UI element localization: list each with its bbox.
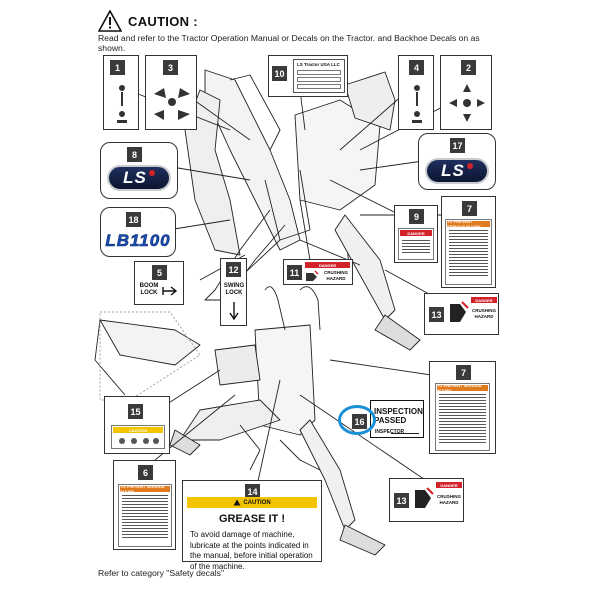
grease-title: GREASE IT ! xyxy=(218,513,285,525)
inspection-passed-label: INSPECTION PASSED xyxy=(374,407,423,425)
danger-bar: DANGER xyxy=(305,262,350,268)
grease-text: To avoid damage of machine, lubricate at… xyxy=(190,530,313,571)
decal-14-grease: 14 CAUTION GREASE IT ! To avoid damage o… xyxy=(182,480,322,571)
arrow-down-icon xyxy=(229,302,239,321)
decal-6: 6 TO PREVENT SERIOUS INJURY xyxy=(113,460,176,550)
callout-3: 3 xyxy=(163,60,178,75)
callout-2: 2 xyxy=(461,60,476,75)
warning-triangle-icon xyxy=(98,10,122,32)
crushing-hand-icon xyxy=(415,487,434,508)
lever-pattern-icon xyxy=(412,85,422,123)
callout-17: 17 xyxy=(450,138,465,153)
ls-logo: LS xyxy=(425,157,489,184)
caution-title: CAUTION : xyxy=(128,13,198,29)
callout-6: 6 xyxy=(138,465,153,480)
callout-15: 15 xyxy=(128,404,143,419)
decal-15: 15 CAUTION xyxy=(104,396,170,454)
callout-5: 5 xyxy=(152,265,167,280)
callout-7b: 7 xyxy=(456,365,471,380)
danger-bar: DANGER xyxy=(471,297,497,303)
control-diagram-icon xyxy=(449,84,485,122)
ls-tractor-label: LS Tractor USA LLC xyxy=(297,62,340,67)
ls-logo: LS xyxy=(107,164,171,191)
callout-4: 4 xyxy=(409,60,424,75)
decal-2: 2 xyxy=(440,55,492,130)
caution-bar: CAUTION xyxy=(113,427,163,433)
decal-4: 4 xyxy=(398,55,434,130)
crushing-hazard-label: CRUSHING HAZARD xyxy=(436,494,461,505)
warning-bar: TO PREVENT SERIOUS INJURY xyxy=(120,484,170,494)
grease-caution-bar: CAUTION xyxy=(187,497,317,508)
decal-7-lower: 7 TO PREVENT SERIOUS INJURY xyxy=(429,361,496,454)
crushing-hand-icon xyxy=(450,301,469,322)
decal-3: 3 xyxy=(145,55,197,130)
decal-18-lb1100-logo: 18 LB1100 xyxy=(100,207,176,257)
serial-plate: LS Tractor USA LLC xyxy=(293,59,345,93)
warning-bar: TO PREVENT SERIOUS INJURY xyxy=(447,219,490,229)
warning-bar: TO PREVENT SERIOUS INJURY xyxy=(437,383,488,393)
callout-10: 10 xyxy=(272,66,287,81)
crushing-hand-icon xyxy=(306,270,319,281)
arrow-right-icon xyxy=(162,286,178,296)
decal-13-lower: 13 DANGER CRUSHING HAZARD xyxy=(389,478,464,522)
decal-12-swing-lock: 12 SWING LOCK xyxy=(220,258,247,326)
decal-17-ls-logo: 17 LS xyxy=(418,133,496,190)
danger-bar: DANGER xyxy=(436,482,462,488)
caution-heading: CAUTION : xyxy=(98,10,198,32)
decal-13-upper: 13 DANGER CRUSHING HAZARD xyxy=(424,293,499,335)
lb1100-logo-text: LB1100 xyxy=(105,231,171,251)
decal-5-boom-lock: 5 BOOM LOCK xyxy=(134,261,184,305)
lever-pattern-icon xyxy=(117,85,127,123)
swing-lock-label: SWING LOCK xyxy=(223,283,245,296)
callout-7a: 7 xyxy=(462,201,477,216)
crushing-hazard-label: CRUSHING HAZARD xyxy=(471,308,496,319)
decal-7-top: 7 TO PREVENT SERIOUS INJURY xyxy=(441,196,496,288)
warning-triangle-icon xyxy=(233,499,241,506)
callout-12: 12 xyxy=(226,262,241,277)
highlight-circle xyxy=(338,405,376,435)
callout-14: 14 xyxy=(245,484,260,499)
callout-13b: 13 xyxy=(394,493,409,508)
callout-9: 9 xyxy=(409,209,424,224)
boom-lock-label: BOOM LOCK xyxy=(139,283,159,296)
danger-bar: DANGER xyxy=(400,230,432,236)
callout-18: 18 xyxy=(126,212,141,227)
decal-9: 9 DANGER xyxy=(394,205,438,263)
callout-11: 11 xyxy=(287,265,302,280)
callout-13a: 13 xyxy=(429,307,444,322)
decal-1: 1 xyxy=(103,55,139,130)
decal-8-ls-logo: 8 LS xyxy=(100,142,178,199)
grease-points-icon xyxy=(119,438,159,444)
decal-16-inspection: INSPECTION PASSED INSPECTOR xyxy=(370,400,424,438)
decal-10: 10 LS Tractor USA LLC xyxy=(268,55,348,97)
decal-11-crushing-hazard: 11 DANGER CRUSHING HAZARD xyxy=(283,259,353,285)
crushing-hazard-label: CRUSHING HAZARD xyxy=(323,270,348,281)
control-diagram-icon xyxy=(154,88,190,120)
inspector-label: INSPECTOR xyxy=(375,429,405,435)
callout-1: 1 xyxy=(110,60,125,75)
footer-text: Refer to category "Safety decals" xyxy=(98,568,224,578)
caution-text: Read and refer to the Tractor Operation … xyxy=(98,33,480,53)
callout-8: 8 xyxy=(127,147,142,162)
